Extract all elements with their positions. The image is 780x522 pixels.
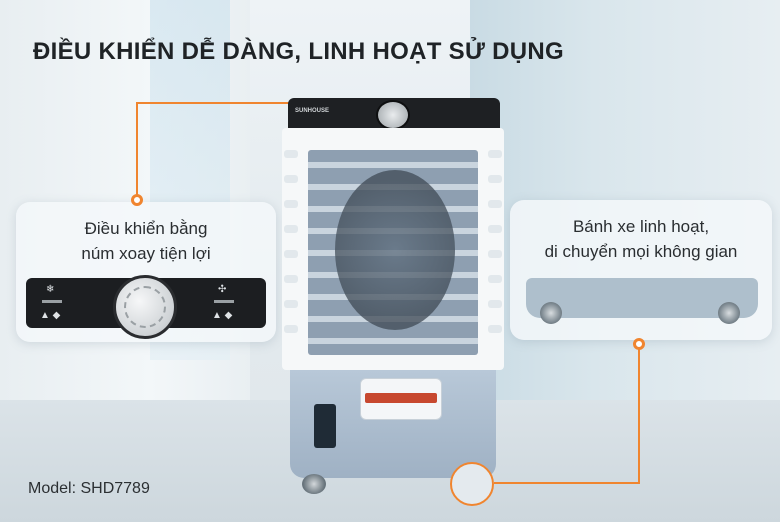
side-vent xyxy=(284,200,298,208)
callout-knob-line1: Điều khiển bằng xyxy=(84,219,208,238)
side-vent xyxy=(284,275,298,283)
callout-wheels-line2: di chuyển mọi không gian xyxy=(544,242,738,261)
indicator-icon: ▲ ◆ xyxy=(40,310,61,321)
model-number: Model: SHD7789 xyxy=(28,480,150,497)
wheel-zoom-highlight xyxy=(450,462,494,506)
callout-knob-text: Điều khiển bằng núm xoay tiện lợi xyxy=(16,216,276,266)
side-vent xyxy=(488,175,502,183)
rotary-knob-icon xyxy=(113,275,177,339)
callout-knob-line2: núm xoay tiện lợi xyxy=(81,244,211,263)
snowflake-icon: ❄ xyxy=(46,284,55,295)
fan-icon xyxy=(335,170,455,330)
caster-wheel-icon-right xyxy=(718,302,740,324)
callout-wheels-text: Bánh xe linh hoạt, di chuyển mọi không g… xyxy=(510,214,772,264)
side-vent xyxy=(488,250,502,258)
side-vent xyxy=(284,325,298,333)
panel-label-mark-right xyxy=(214,300,234,303)
side-vent xyxy=(488,275,502,283)
caster-wheel-icon xyxy=(540,302,562,324)
side-vent xyxy=(488,325,502,333)
panel-label-mark xyxy=(42,300,62,303)
cooler-wheel-left xyxy=(302,474,326,494)
fan-speed-icon: ✣ xyxy=(218,284,227,295)
side-vent xyxy=(488,300,502,308)
side-vent xyxy=(488,225,502,233)
sticker-banner xyxy=(365,393,437,403)
grille-slat xyxy=(308,162,478,168)
connector-line-right-horizontal xyxy=(494,482,640,484)
connector-dot-right xyxy=(633,338,645,350)
side-vent xyxy=(488,150,502,158)
headline: ĐIỀU KHIỂN DỄ DÀNG, LINH HOẠT SỬ DỤNG xyxy=(33,38,565,65)
indicator-icon-right: ▲ ◆ xyxy=(212,310,233,321)
connector-dot-left xyxy=(131,194,143,206)
callout-wheels-line1: Bánh xe linh hoạt, xyxy=(572,217,710,236)
brand-logo: SUNHOUSE xyxy=(295,108,330,114)
connector-line-left-vertical xyxy=(136,102,138,198)
side-vent xyxy=(284,250,298,258)
side-vent xyxy=(284,175,298,183)
water-level-window xyxy=(314,404,336,448)
knob-ridges xyxy=(124,286,166,328)
side-vent xyxy=(488,200,502,208)
grille-slat xyxy=(308,338,478,344)
connector-line-right-vertical xyxy=(638,344,640,484)
side-vent xyxy=(284,150,298,158)
connector-line-left-horizontal xyxy=(136,102,350,104)
cooler-knob xyxy=(376,100,410,130)
product-sticker xyxy=(360,378,442,420)
side-vent xyxy=(284,300,298,308)
side-vent xyxy=(284,225,298,233)
